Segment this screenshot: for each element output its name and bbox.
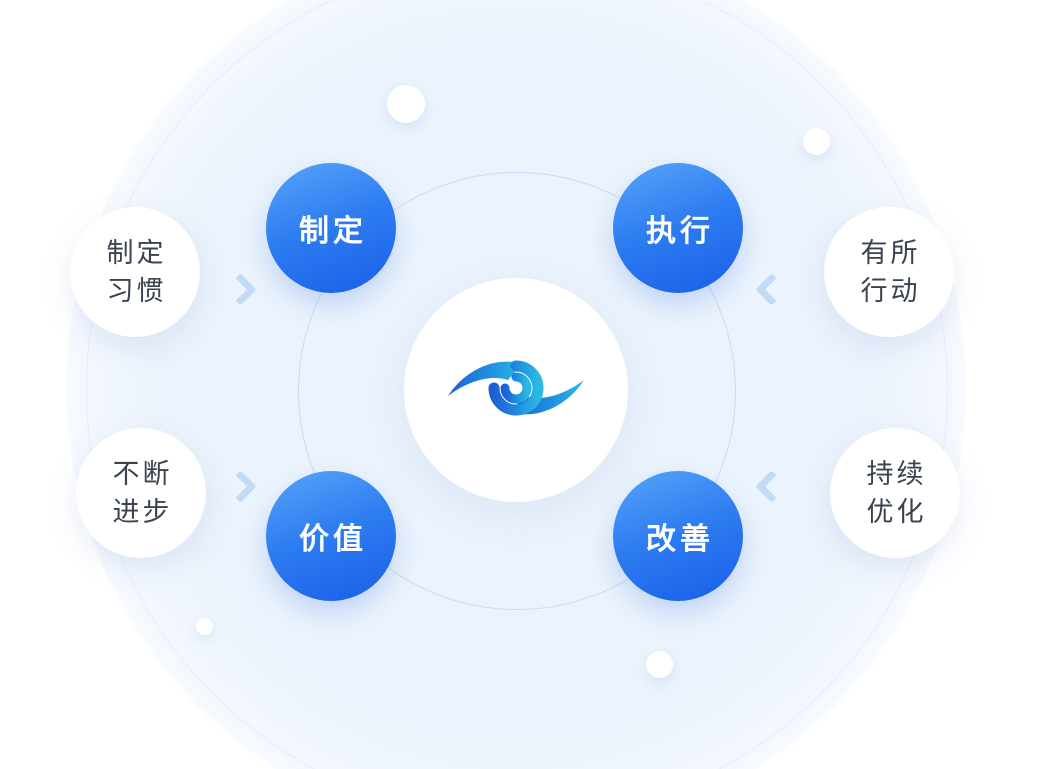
satellite-text-line: 持续 (866, 459, 927, 489)
node-execute: 执行 (613, 163, 743, 293)
center-circle (404, 278, 628, 502)
decor-dot (387, 85, 425, 123)
node-execute-label: 执行 (646, 215, 714, 248)
satellite-keep-progressing: 不断 进步 (76, 428, 206, 558)
satellite-take-action: 有所 行动 (824, 207, 954, 337)
cycle-ring (298, 172, 736, 610)
satellite-keep-optimizing: 持续 优化 (830, 428, 960, 558)
satellite-text-line: 进步 (112, 497, 173, 527)
node-improve: 改善 (613, 471, 743, 601)
background-halo-ring (86, 0, 948, 769)
node-improve-label: 改善 (646, 523, 714, 556)
decor-dot (196, 618, 213, 635)
decor-dot (646, 651, 673, 678)
node-value: 价值 (266, 471, 396, 601)
swirl-eye-logo-icon (446, 350, 586, 431)
satellite-text-line: 行动 (860, 276, 921, 306)
satellite-text-line: 不断 (112, 459, 173, 489)
decor-dot (803, 128, 830, 155)
satellite-text-line: 优化 (866, 497, 927, 527)
satellite-form-habits: 制定 习惯 (70, 207, 200, 337)
satellite-text-line: 习惯 (106, 276, 167, 306)
satellite-text-line: 制定 (106, 238, 167, 268)
node-plan-label: 制定 (299, 215, 367, 248)
node-value-label: 价值 (299, 523, 367, 556)
node-plan: 制定 (266, 163, 396, 293)
satellite-text-line: 有所 (860, 238, 921, 268)
